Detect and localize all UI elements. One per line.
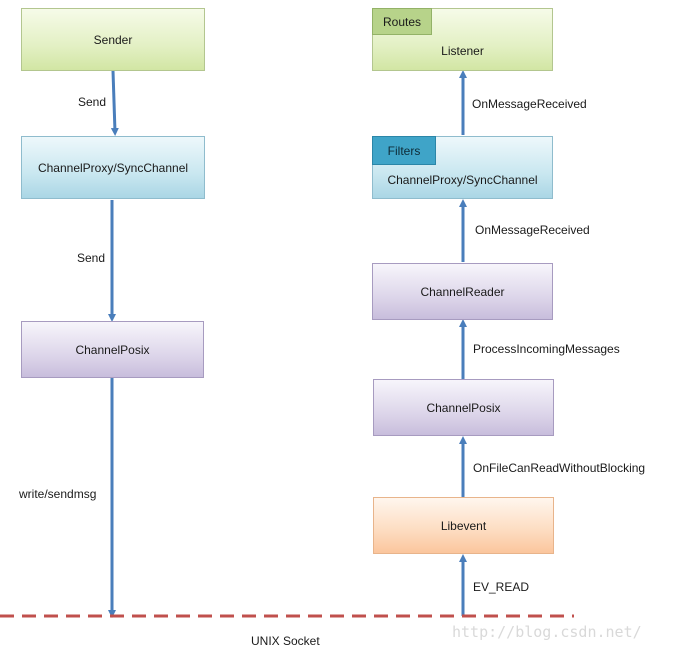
right-channel-posix-box: ChannelPosix [373, 379, 554, 436]
libevent-label: Libevent [440, 518, 487, 533]
channel-reader-label: ChannelReader [420, 284, 505, 299]
watermark: http://blog.csdn.net/ [452, 623, 642, 641]
sender-label: Sender [93, 32, 133, 47]
left-channel-proxy-box: ChannelProxy/SyncChannel [21, 136, 205, 199]
arrow-sender-to-proxy [110, 70, 119, 136]
send-label-1: Send [78, 95, 107, 109]
routes-tag: Routes [372, 8, 432, 35]
left-channel-proxy-label: ChannelProxy/SyncChannel [37, 160, 189, 175]
routes-tag-label: Routes [382, 14, 422, 29]
process-incoming-messages-label: ProcessIncomingMessages [473, 342, 620, 356]
channel-reader-box: ChannelReader [372, 263, 553, 320]
left-channel-posix-box: ChannelPosix [21, 321, 204, 378]
right-channel-posix-label: ChannelPosix [426, 400, 501, 415]
listener-label: Listener [441, 43, 484, 58]
filters-tag-label: Filters [387, 143, 421, 158]
on-message-received-label-1: OnMessageReceived [472, 97, 587, 111]
on-message-received-label-2: OnMessageReceived [475, 223, 590, 237]
filters-tag: Filters [372, 136, 436, 165]
unix-socket-label: UNIX Socket [251, 634, 320, 648]
send-label-2: Send [77, 251, 106, 265]
ev-read-label: EV_READ [473, 580, 530, 594]
libevent-box: Libevent [373, 497, 554, 554]
on-file-can-read-label: OnFileCanReadWithoutBlocking [473, 461, 646, 475]
sender-box: Sender [21, 8, 205, 71]
write-sendmsg-label: write/sendmsg [19, 487, 97, 501]
right-channel-proxy-label: ChannelProxy/SyncChannel [387, 172, 538, 187]
left-channel-posix-label: ChannelPosix [75, 342, 150, 357]
